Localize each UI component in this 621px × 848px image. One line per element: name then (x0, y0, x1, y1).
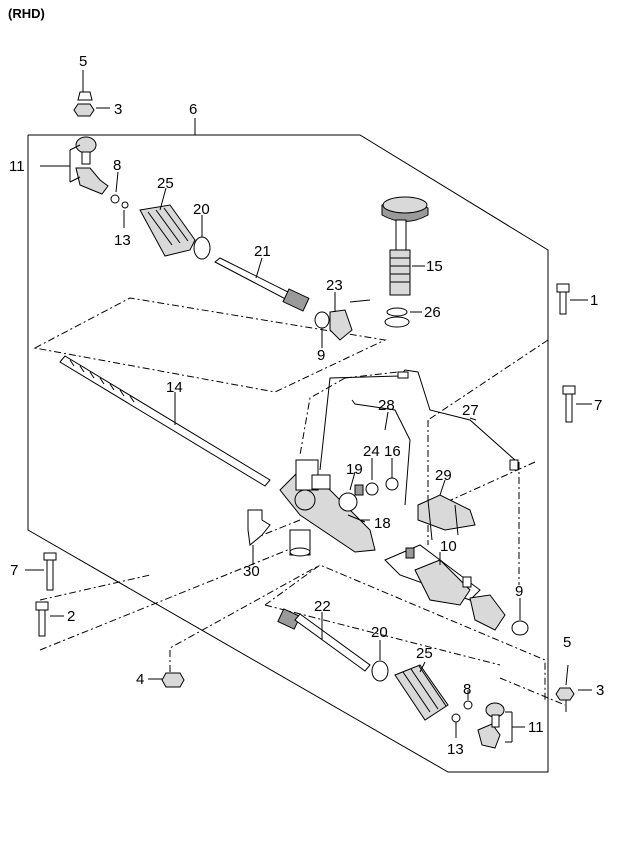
callout-25-bottom: 25 (416, 645, 433, 662)
lower-tie-rod-end-group (451, 664, 592, 749)
callout-2: 2 (67, 608, 75, 625)
variant-label: (RHD) (8, 6, 45, 21)
upper-boot (139, 187, 211, 260)
callout-30: 30 (243, 563, 260, 580)
callout-20-bottom: 20 (371, 624, 388, 641)
bolts-and-nuts (25, 283, 592, 688)
callout-28: 28 (378, 397, 395, 414)
callout-10: 10 (440, 538, 457, 555)
callout-1: 1 (590, 292, 598, 309)
callout-7-right: 7 (594, 397, 602, 414)
upper-tie-rod-end-group (40, 70, 129, 228)
callout-29: 29 (435, 467, 452, 484)
power-cylinder (384, 544, 529, 636)
callout-16: 16 (384, 443, 401, 460)
leader-lines (96, 107, 446, 523)
fluid-pipes (319, 369, 519, 506)
callout-4: 4 (136, 671, 144, 688)
callout-13-bottom: 13 (447, 741, 464, 758)
callout-25-top: 25 (157, 175, 174, 192)
callout-23: 23 (326, 277, 343, 294)
callout-3-top: 3 (114, 101, 122, 118)
callout-26: 26 (424, 304, 441, 321)
mount-bracket (417, 494, 476, 541)
assembly-boundary (27, 118, 549, 773)
callout-11-bottom: 11 (528, 719, 544, 736)
callout-19: 19 (346, 461, 363, 478)
lower-tie-rod (277, 608, 371, 672)
callout-20-top: 20 (193, 201, 210, 218)
callout-24: 24 (363, 443, 380, 460)
callout-5-bottom: 5 (563, 634, 571, 651)
callout-14: 14 (166, 379, 183, 396)
callout-8-bottom: 8 (463, 681, 471, 698)
callout-6: 6 (189, 101, 197, 118)
callout-11-top: 11 (9, 158, 25, 175)
upper-tie-rod (214, 257, 353, 348)
dashed-guides (33, 297, 566, 706)
callout-9-top: 9 (317, 347, 325, 364)
callout-8-top: 8 (113, 157, 121, 174)
callout-13-top: 13 (114, 232, 131, 249)
callout-5-top: 5 (79, 53, 87, 70)
pinion-assembly (381, 196, 429, 328)
callout-15: 15 (426, 258, 443, 275)
callout-27: 27 (462, 402, 479, 419)
lower-boot (371, 640, 449, 721)
callout-21: 21 (254, 243, 271, 260)
callout-3-bottom: 3 (596, 682, 604, 699)
callout-7-left: 7 (10, 562, 18, 579)
callout-18: 18 (374, 515, 391, 532)
callout-9-bottom: 9 (515, 583, 523, 600)
gear-housing (247, 459, 399, 565)
part-callouts: 5 3 6 11 8 25 13 20 21 15 1 23 26 9 14 7… (9, 53, 604, 758)
callout-22: 22 (314, 598, 331, 615)
rack-bar (59, 355, 271, 487)
